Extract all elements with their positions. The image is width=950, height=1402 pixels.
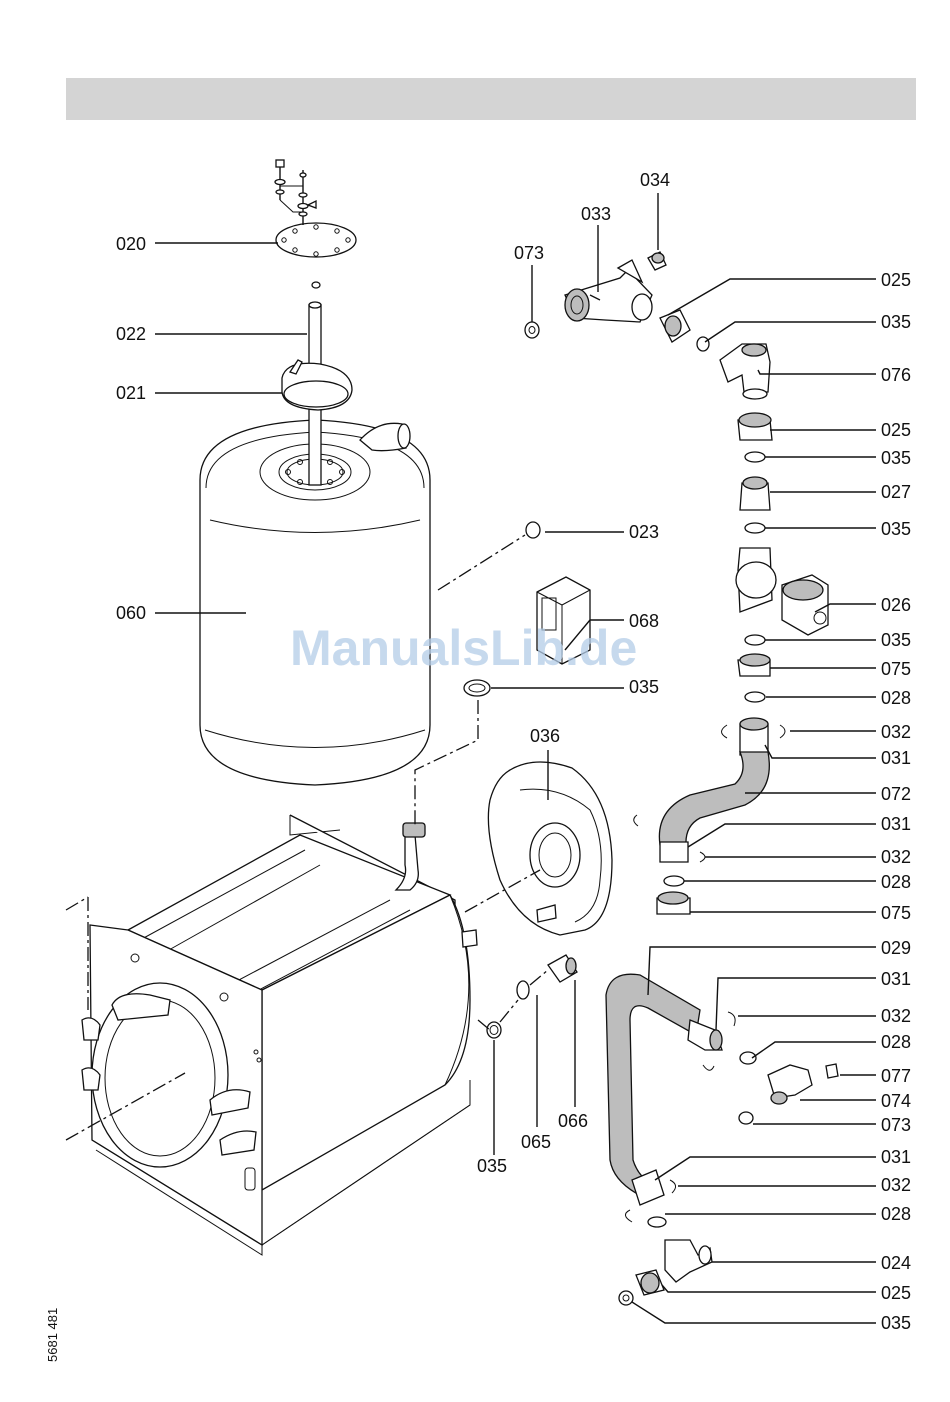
label-034: 034	[640, 170, 670, 190]
label-025: 025	[881, 420, 911, 440]
label-033: 033	[581, 204, 611, 224]
label-021: 021	[116, 383, 146, 403]
label-028: 028	[881, 872, 911, 892]
label-031: 031	[881, 1147, 911, 1167]
label-031: 031	[881, 814, 911, 834]
label-028: 028	[881, 1204, 911, 1224]
label-032: 032	[881, 1175, 911, 1195]
label-024: 024	[881, 1253, 911, 1273]
flange-cover	[275, 160, 356, 257]
boiler-block	[82, 815, 477, 1255]
label-035: 035	[881, 448, 911, 468]
label-075: 075	[881, 659, 911, 679]
label-028: 028	[881, 1032, 911, 1052]
label-060: 060	[116, 603, 146, 623]
label-035: 035	[881, 312, 911, 332]
label-031: 031	[881, 969, 911, 989]
label-065: 065	[521, 1132, 551, 1152]
label-068: 068	[629, 611, 659, 631]
label-025: 025	[881, 1283, 911, 1303]
cover-gasket	[282, 360, 352, 410]
label-073: 073	[514, 243, 544, 263]
label-035: 035	[629, 677, 659, 697]
burner-hood	[488, 762, 612, 935]
label-066: 066	[558, 1111, 588, 1131]
label-074: 074	[881, 1091, 911, 1111]
label-020: 020	[116, 234, 146, 254]
seal-035-tank	[464, 680, 490, 696]
label-077: 077	[881, 1066, 911, 1086]
label-032: 032	[881, 722, 911, 742]
document-number: 5681 481	[45, 1308, 60, 1362]
label-072: 072	[881, 784, 911, 804]
label-025: 025	[881, 270, 911, 290]
label-029: 029	[881, 938, 911, 958]
label-073: 073	[881, 1115, 911, 1135]
lower-hose-line	[606, 974, 838, 1305]
label-076: 076	[881, 365, 911, 385]
label-027: 027	[881, 482, 911, 502]
seal-023	[526, 522, 540, 538]
watermark: ManualsLib.de	[290, 620, 637, 676]
side-connection-parts	[487, 955, 577, 1038]
label-036: 036	[530, 726, 560, 746]
label-035: 035	[881, 519, 911, 539]
label-035: 035	[477, 1156, 507, 1176]
label-026: 026	[881, 595, 911, 615]
label-035: 035	[881, 1313, 911, 1333]
label-031: 031	[881, 748, 911, 768]
label-028: 028	[881, 688, 911, 708]
label-023: 023	[629, 522, 659, 542]
label-032: 032	[881, 1006, 911, 1026]
return-elbow	[525, 252, 666, 338]
label-022: 022	[116, 324, 146, 344]
label-032: 032	[881, 847, 911, 867]
label-035: 035	[881, 630, 911, 650]
label-075: 075	[881, 903, 911, 923]
